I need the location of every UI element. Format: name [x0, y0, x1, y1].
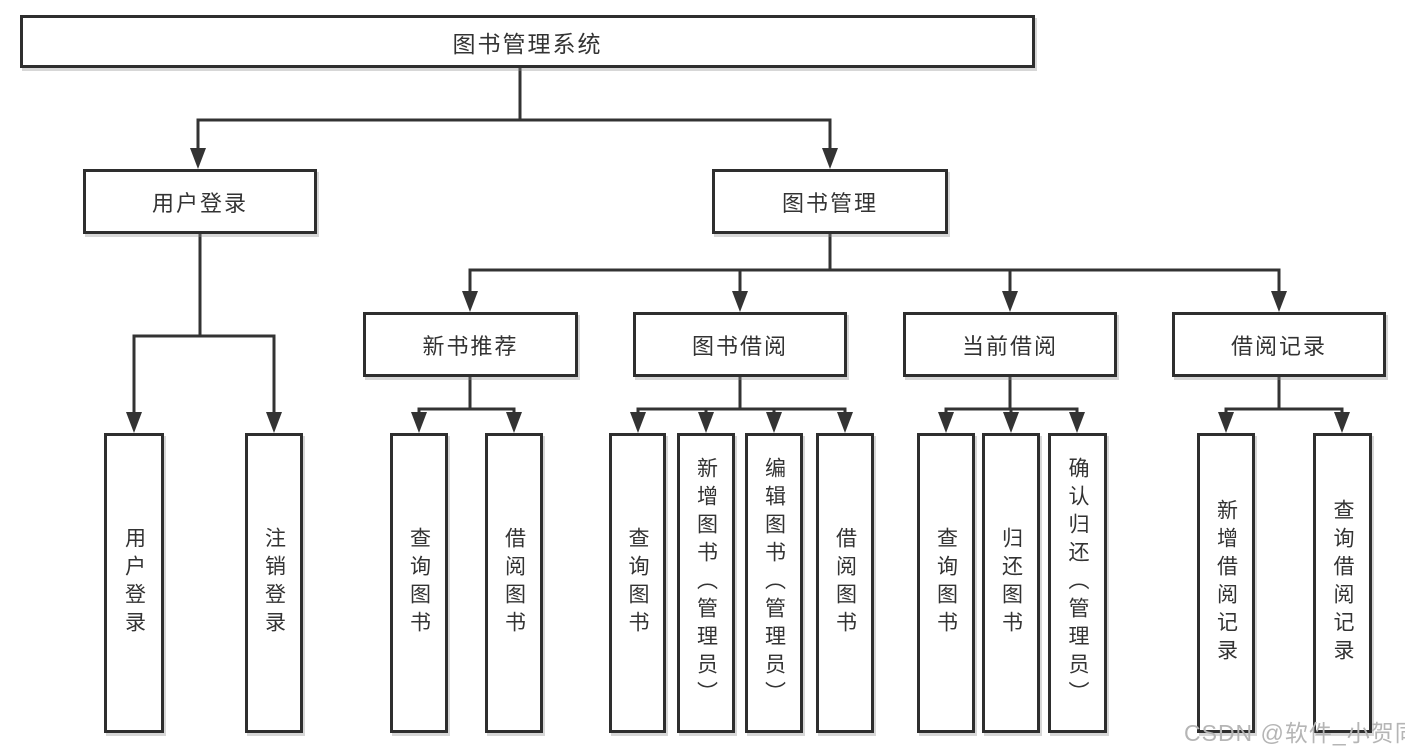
leaf-add-borrow-record: 新增借阅记录: [1197, 433, 1255, 733]
leaf-query-books-borrowing: 查询图书: [609, 433, 666, 733]
node-label: 用户登录: [151, 190, 248, 216]
node-label: 查询借阅记录: [1331, 499, 1354, 667]
node-label: 归还图书: [999, 527, 1023, 639]
leaf-add-book-admin: 新增图书（管理员）: [677, 433, 735, 733]
node-label: 确认归还（管理员）: [1066, 457, 1089, 709]
leaf-edit-book-admin: 编辑图书（管理员）: [745, 433, 803, 733]
leaf-query-books-current: 查询图书: [917, 433, 975, 733]
node-label: 借阅记录: [1230, 333, 1327, 359]
node-book-borrowing: 图书借阅: [633, 312, 847, 377]
node-label: 新书推荐: [422, 333, 519, 359]
node-label: 借阅图书: [502, 527, 526, 639]
node-label: 图书借阅: [691, 333, 788, 359]
leaf-query-borrow-record: 查询借阅记录: [1313, 433, 1372, 733]
node-label: 查询图书: [934, 527, 958, 639]
node-label: 用户登录: [122, 527, 146, 639]
node-label: 查询图书: [407, 527, 431, 639]
leaf-user-login: 用户登录: [104, 433, 164, 733]
leaf-borrow-books-borrowing: 借阅图书: [816, 433, 874, 733]
node-user-login: 用户登录: [83, 169, 317, 234]
node-new-book-recommend: 新书推荐: [363, 312, 578, 377]
leaf-query-books-recommend: 查询图书: [390, 433, 448, 733]
node-label: 当前借阅: [961, 333, 1058, 359]
leaf-logout: 注销登录: [245, 433, 303, 733]
node-label: 查询图书: [626, 527, 649, 639]
leaf-borrow-books-recommend: 借阅图书: [485, 433, 543, 733]
node-current-borrowing: 当前借阅: [903, 312, 1117, 377]
node-label: 图书管理: [781, 190, 878, 216]
node-label: 借阅图书: [833, 527, 857, 639]
node-label: 注销登录: [262, 527, 286, 639]
node-book-management: 图书管理: [712, 169, 948, 234]
node-library-management-system: 图书管理系统: [20, 15, 1035, 68]
node-label: 图书管理系统: [452, 30, 603, 57]
node-label: 编辑图书（管理员）: [762, 457, 786, 709]
node-label: 新增借阅记录: [1214, 499, 1238, 667]
node-label: 新增图书（管理员）: [694, 457, 718, 709]
watermark: CSDN @软件_小贺同学: [1184, 720, 1405, 746]
leaf-return-books: 归还图书: [982, 433, 1040, 733]
leaf-confirm-return-admin: 确认归还（管理员）: [1048, 433, 1107, 733]
node-borrowing-records: 借阅记录: [1172, 312, 1386, 377]
